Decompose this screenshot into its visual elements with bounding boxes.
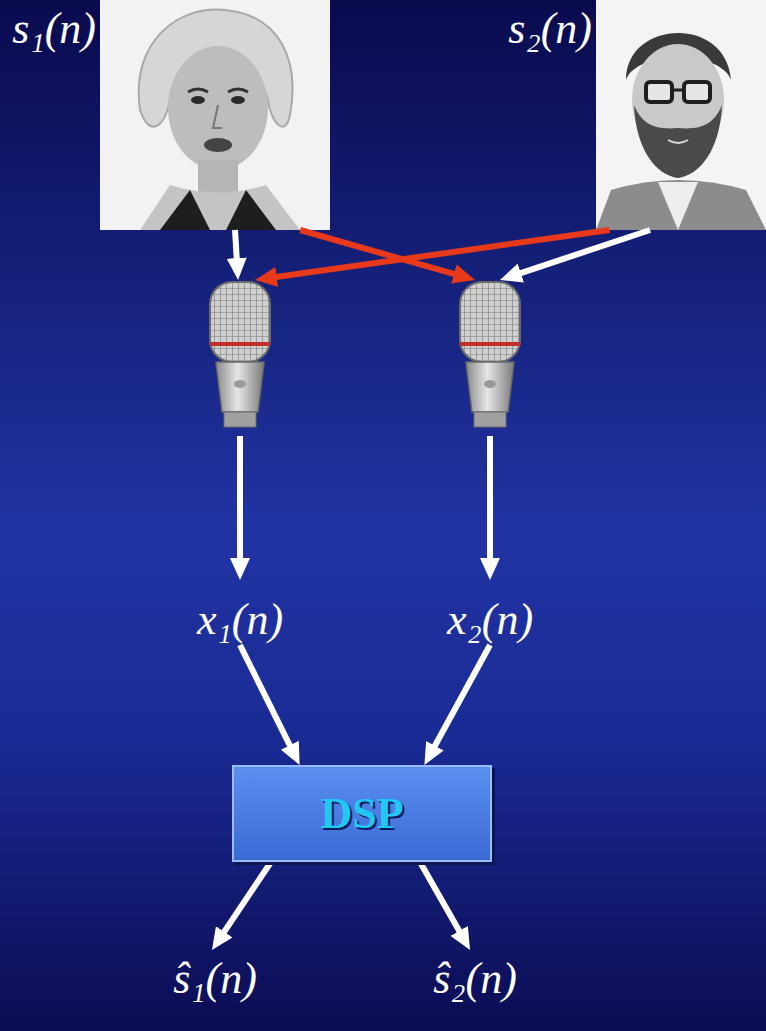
- microphone: [210, 282, 270, 427]
- output-node: ŝ₁(n): [140, 950, 290, 1025]
- signal-label: s₂(n): [508, 4, 592, 54]
- microphone-node: x₂(n): [425, 280, 555, 645]
- output-node: ŝ₂(n): [400, 950, 550, 1025]
- signal-path-arrow: [420, 862, 463, 938]
- microphone-node: x₁(n): [175, 280, 305, 645]
- speaker-photo: [596, 0, 766, 230]
- signal-path-arrow: [269, 230, 610, 278]
- signal-arrow: [487, 436, 493, 566]
- speaker-node: s₂(n): [596, 0, 766, 230]
- signal-label: ŝ₂(n): [433, 954, 517, 1004]
- signal-label: x₂(n): [447, 595, 533, 645]
- signal-path-arrow: [513, 230, 650, 276]
- microphone: [460, 282, 520, 427]
- speaker-photo: [100, 0, 330, 230]
- signal-path-arrow: [240, 645, 293, 752]
- signal-label: ŝ₁(n): [173, 954, 257, 1004]
- signal-label: DSP: [320, 789, 403, 839]
- signal-label: x₁(n): [197, 595, 283, 645]
- signal-label: s₁(n): [12, 4, 96, 54]
- signal-path-arrow: [220, 862, 271, 938]
- signal-path-arrow: [235, 230, 237, 266]
- signal-path-arrow: [431, 645, 490, 753]
- signal-arrow: [237, 436, 243, 566]
- speaker-node: s₁(n): [100, 0, 330, 230]
- process-box: DSP: [232, 765, 492, 862]
